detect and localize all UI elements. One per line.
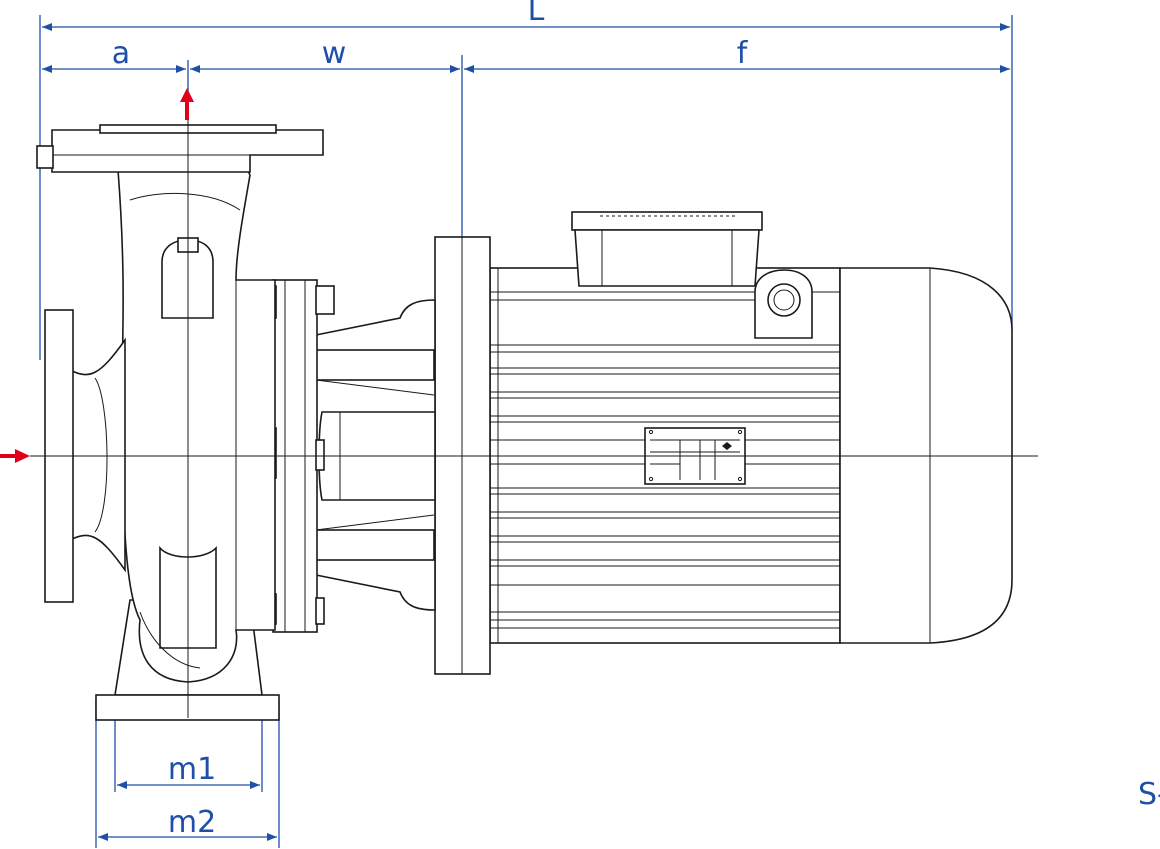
dimension-label-m1: m1 — [168, 752, 216, 787]
dimension-f: f — [464, 36, 1010, 73]
dimension-m2: m2 — [98, 805, 277, 841]
centre-lines — [30, 120, 1038, 718]
dimension-label-f: f — [737, 36, 749, 71]
ce-mark — [722, 442, 732, 450]
dimension-label-w: w — [322, 36, 347, 71]
dimension-a: a — [42, 36, 186, 73]
flow-inlet-arrow — [0, 449, 30, 463]
dimension-label-a: a — [112, 36, 130, 71]
flow-outlet-arrow — [180, 88, 194, 120]
dimension-label-m2: m2 — [168, 805, 216, 840]
lifting-eye — [754, 269, 813, 339]
terminal-box — [571, 211, 763, 287]
dimension-L: L — [42, 0, 1010, 31]
lantern-bracket — [315, 299, 436, 611]
dimension-m1: m1 — [117, 752, 260, 789]
dimension-label-L: L — [528, 0, 545, 28]
dimension-w: w — [190, 36, 460, 73]
corner-label: S- — [1138, 777, 1160, 812]
